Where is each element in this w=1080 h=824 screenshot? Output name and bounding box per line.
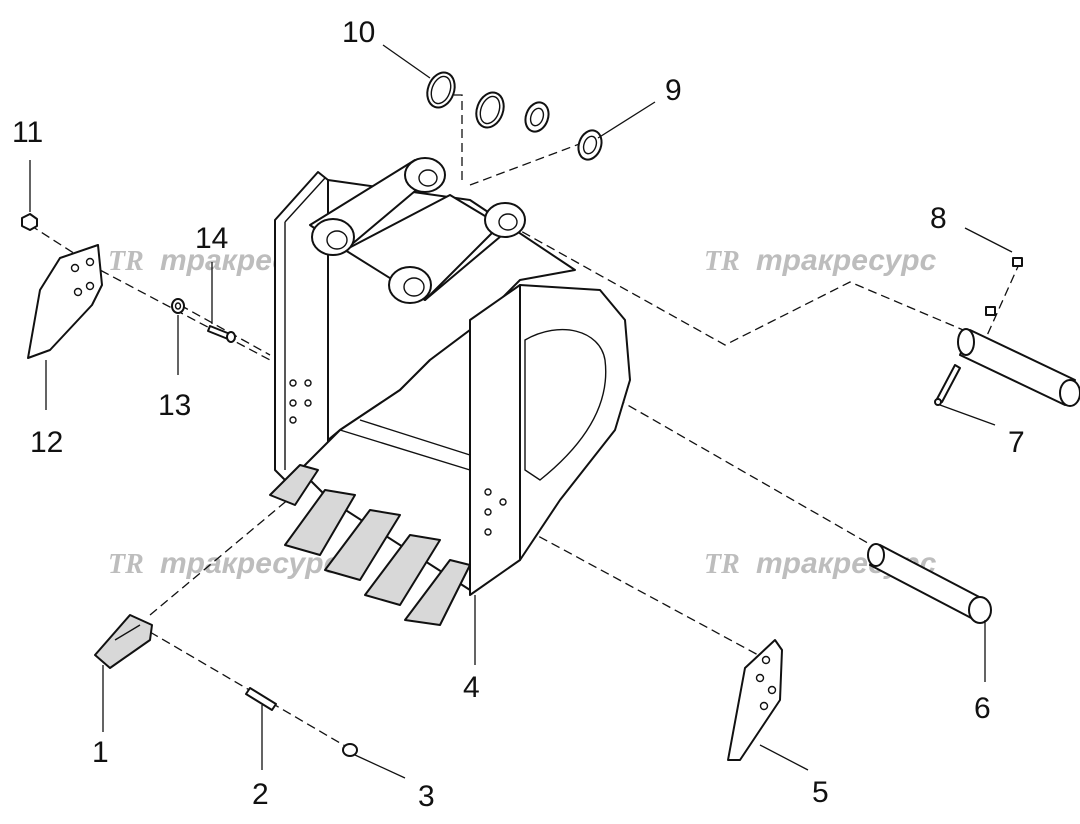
callout-13: 13: [158, 389, 191, 422]
part-14-bolt: [207, 325, 236, 343]
callout-7: 7: [1008, 426, 1025, 459]
watermark-bottom-left: TR тракресурс: [108, 547, 341, 580]
callout-10: 10: [342, 16, 375, 49]
watermark-logo: TR: [704, 246, 740, 277]
part-8-nut: [985, 257, 1023, 316]
watermark-top-right: TR тракресурс: [704, 244, 937, 277]
bucket-teeth-row: [269, 464, 471, 626]
tooth: [364, 534, 441, 606]
part-6-pin: [867, 543, 992, 624]
callout-9: 9: [665, 74, 682, 107]
watermark-logo: TR: [108, 549, 144, 580]
callout-3: 3: [418, 780, 435, 813]
watermark-text: тракресурс: [756, 244, 937, 277]
callout-1: 1: [92, 736, 109, 769]
callout-8: 8: [930, 202, 947, 235]
watermark-logo: TR: [108, 246, 144, 277]
part-13-washer: [171, 298, 185, 314]
bucket-right-side-plate: [469, 284, 521, 596]
part-2-pin: [245, 687, 277, 711]
callout-12: 12: [30, 426, 63, 459]
part-12-side-cutter: [27, 244, 103, 359]
part-9-10-rings: [426, 71, 603, 161]
part-11-nut: [21, 213, 38, 231]
bucket-assembly: [274, 157, 631, 596]
callout-11: 11: [12, 116, 43, 149]
part-1-tooth: [94, 614, 153, 669]
bucket-side-opening: [524, 328, 607, 481]
callout-labels: 1 2 3 4 5 6 7 8 9 10 11 12 13 14: [12, 16, 1025, 813]
part-5-side-cutter: [727, 639, 783, 761]
tooth: [324, 509, 401, 581]
part-7-bolt: [934, 364, 961, 406]
callout-5: 5: [812, 776, 829, 809]
leader-lines: [29, 44, 1013, 779]
tooth: [269, 464, 319, 506]
callout-6: 6: [974, 692, 991, 725]
tooth: [284, 489, 356, 556]
callout-14: 14: [195, 222, 228, 255]
tooth: [404, 559, 471, 626]
part-6-main-pin: [957, 328, 1080, 407]
part-3-retainer: [342, 743, 358, 757]
callout-4: 4: [463, 671, 480, 704]
watermark-logo: TR: [704, 549, 740, 580]
callout-2: 2: [252, 778, 269, 811]
